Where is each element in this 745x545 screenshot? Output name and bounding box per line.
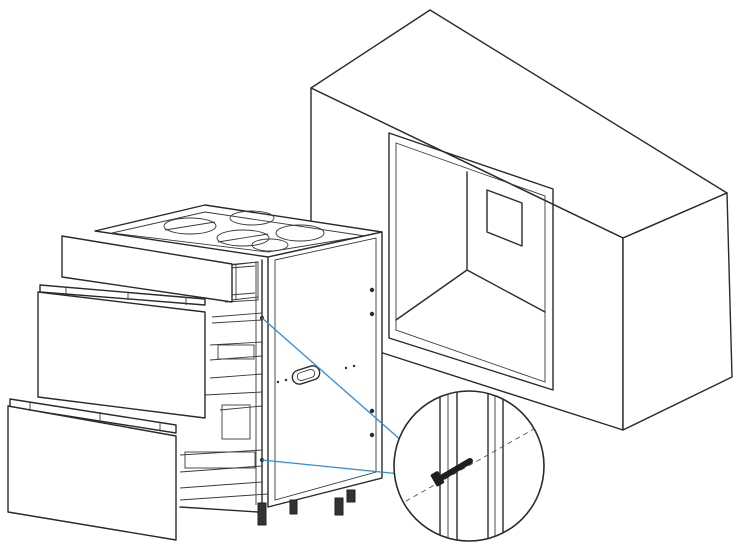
fan-grille: [163, 210, 325, 252]
callout-axis-dashed: [394, 419, 544, 511]
cabinet-opening-inner: [395, 142, 546, 383]
bottom-drawer-tray: [9, 398, 177, 434]
cabinet-inner-floor: [395, 269, 546, 321]
cabinet-back-cutout: [486, 189, 523, 247]
middle-drawer-front: [37, 291, 206, 419]
cabinet-opening-outer: [388, 132, 554, 391]
bottom-drawer-front: [7, 405, 177, 541]
bottom-drawer: [7, 398, 177, 541]
screw-detail-callout: [393, 390, 545, 542]
middle-drawer-tray: [39, 284, 206, 306]
callout-rail-profile: [394, 391, 544, 541]
middle-drawer: [37, 284, 206, 419]
top-drawer-front: [61, 235, 233, 303]
cabinet-enclosure: [310, 9, 733, 431]
cabinet-side: [622, 192, 733, 431]
top-drawer: [61, 235, 259, 303]
side-mounting-holes: [260, 287, 375, 462]
unit-side-panel: [267, 231, 383, 508]
unit-legs: [179, 489, 356, 526]
drawer-unit: [7, 204, 383, 541]
internal-rails: [179, 261, 269, 501]
side-handle: [291, 365, 321, 385]
screw-icon: [430, 458, 473, 487]
